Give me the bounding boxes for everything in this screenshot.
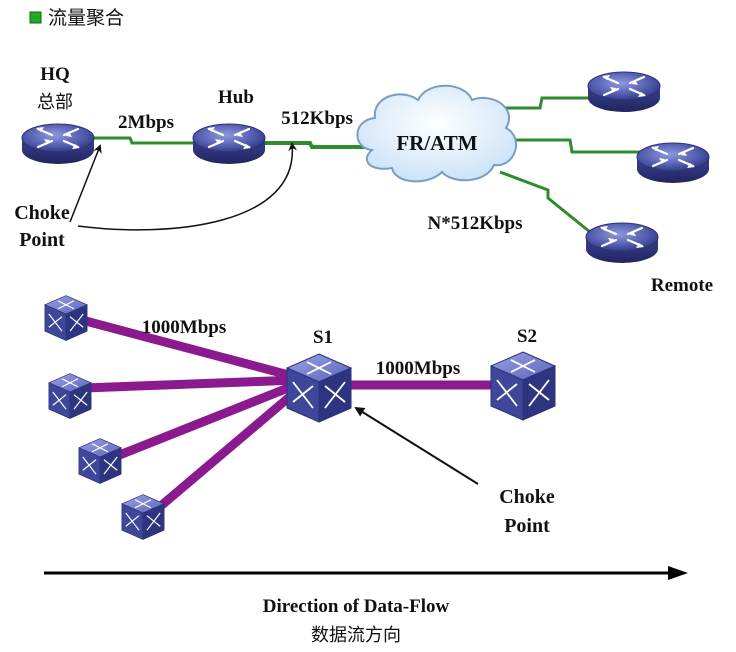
link-access-4 [151, 383, 305, 515]
link-access-3 [107, 379, 303, 463]
uplink-speed: 1000Mbps [376, 358, 460, 379]
top-choke-label-line1: Choke [14, 202, 70, 224]
data-flow-arrowhead [668, 566, 688, 580]
link-cloud-remote-2 [502, 138, 640, 154]
hq-router [20, 122, 96, 166]
link-hq-hub [92, 136, 195, 145]
remote-router-2 [635, 141, 711, 185]
remote-router-1 [586, 70, 662, 114]
header-bullet [29, 11, 42, 24]
remote-router-3 [584, 221, 660, 265]
link-cloud-remote-1 [495, 96, 592, 110]
bottom-choke-label-line1: Choke [499, 486, 555, 508]
wan-links [92, 96, 640, 234]
core-switch-s2 [490, 351, 556, 421]
link1-speed: 2Mbps [118, 112, 174, 133]
lan-links [77, 315, 503, 515]
choke-arrow-to-hq-link [69, 144, 102, 223]
bottom-choke-label-line2: Point [504, 515, 550, 537]
header-title: 流量聚合 [48, 7, 124, 29]
s2-label: S2 [517, 326, 537, 347]
direction-cn: 数据流方向 [311, 625, 401, 646]
remote-label: Remote [651, 275, 713, 296]
hq-sub-label: 总部 [37, 92, 73, 113]
access-switch-1 [44, 294, 88, 342]
cloud-label: FR/ATM [396, 131, 477, 155]
link-access-2 [79, 375, 303, 393]
direction-en: Direction of Data-Flow [263, 596, 450, 617]
choke-arrow-to-hub-link [77, 142, 298, 231]
remote-speed: N*512Kbps [427, 213, 522, 234]
hub-label: Hub [218, 87, 254, 108]
top-choke-arrows [69, 142, 298, 231]
link-access-1 [77, 315, 305, 383]
hq-label: HQ [40, 64, 70, 85]
access-speed: 1000Mbps [142, 317, 226, 338]
hub-router [191, 122, 267, 166]
core-switch-s1 [286, 353, 352, 423]
access-switch-2 [48, 372, 92, 420]
bottom-choke-arrow [354, 406, 479, 485]
link-cloud-remote-3 [499, 170, 591, 234]
link2-speed: 512Kbps [281, 108, 353, 129]
fr-atm-cloud: FR/ATM [356, 84, 517, 183]
access-switch-3 [78, 437, 122, 485]
top-choke-label-line2: Point [19, 229, 65, 251]
s1-label: S1 [313, 327, 333, 348]
link-hub-cloud [262, 141, 372, 149]
access-switch-4 [121, 493, 165, 541]
